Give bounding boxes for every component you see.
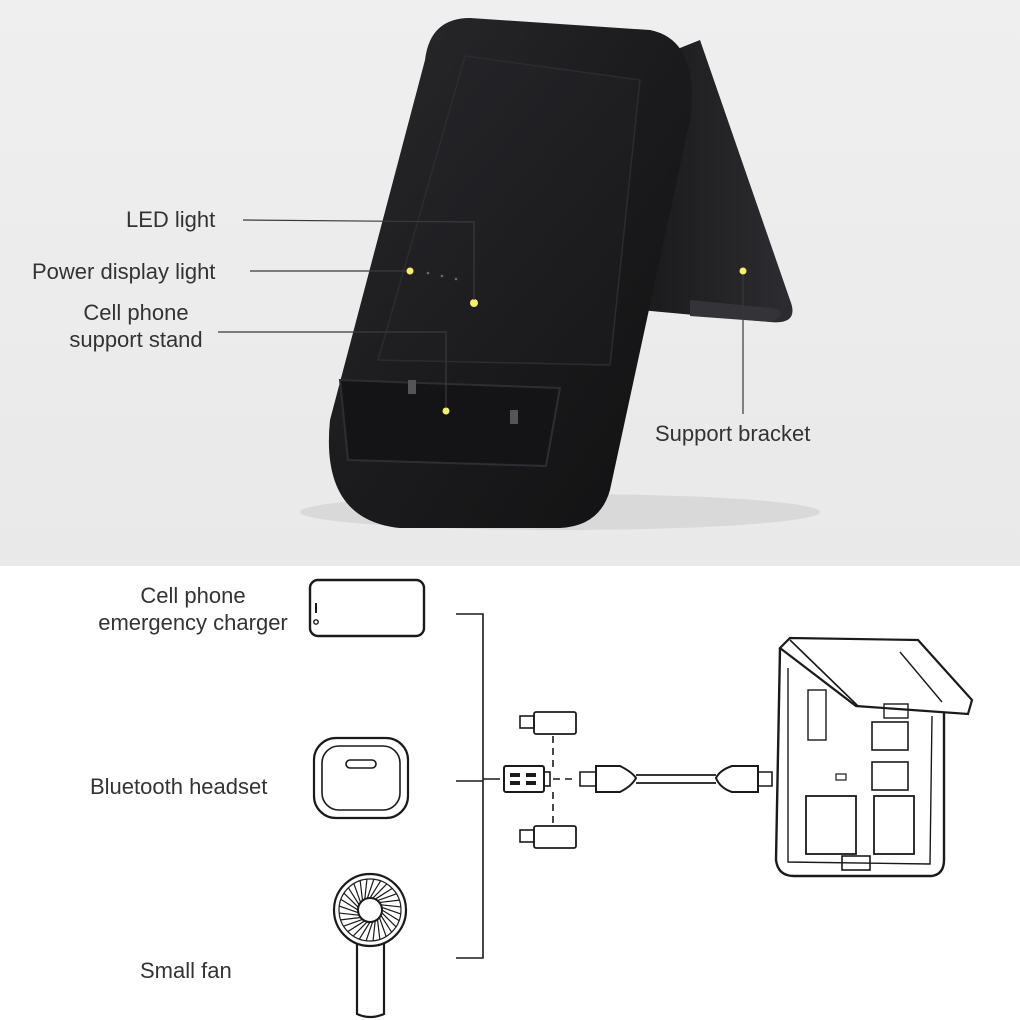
lightning-tip-icon	[519, 711, 577, 735]
product-photo-panel: LED light Power display light Cell phone…	[0, 0, 1020, 566]
accessories-diagram-panel: Cell phone emergency charger Bluetooth h…	[0, 566, 1020, 1020]
earbuds-case-icon	[312, 736, 410, 820]
cable-icon	[579, 765, 773, 793]
support-bracket-label: Support bracket	[655, 421, 811, 446]
power-bank-stand-illustration	[218, 18, 820, 530]
charger-label-line2: emergency charger	[98, 610, 288, 635]
power-display-light-label: Power display light	[32, 259, 216, 284]
accessories-diagram	[308, 578, 974, 1019]
fan-label: Small fan	[140, 958, 232, 983]
callout-lines	[218, 219, 744, 414]
support-stand-callout-line	[218, 331, 447, 407]
power-display-dot	[406, 267, 414, 275]
micro-usb-tip-icon	[519, 825, 577, 849]
usb-a-plug-icon	[503, 765, 551, 793]
power-bank-open-icon	[774, 636, 974, 878]
headset-label: Bluetooth headset	[90, 774, 268, 799]
support-stand-label-line1: Cell phone	[83, 300, 189, 325]
led-light-dot	[470, 299, 478, 307]
support-bracket-dot	[739, 267, 747, 275]
support-stand-dot	[442, 407, 450, 415]
wireless-charging-panel	[377, 55, 641, 366]
cell-phone-support-stand	[338, 378, 562, 468]
support-stand-label-line2: support stand	[69, 327, 203, 352]
fan-icon	[332, 872, 408, 1019]
led-light-callout-line	[242, 219, 475, 300]
phone-icon	[308, 578, 426, 638]
accessories-bracket-line	[456, 613, 484, 959]
led-light-label: LED light	[126, 207, 216, 232]
charger-label-line1: Cell phone	[140, 583, 246, 608]
